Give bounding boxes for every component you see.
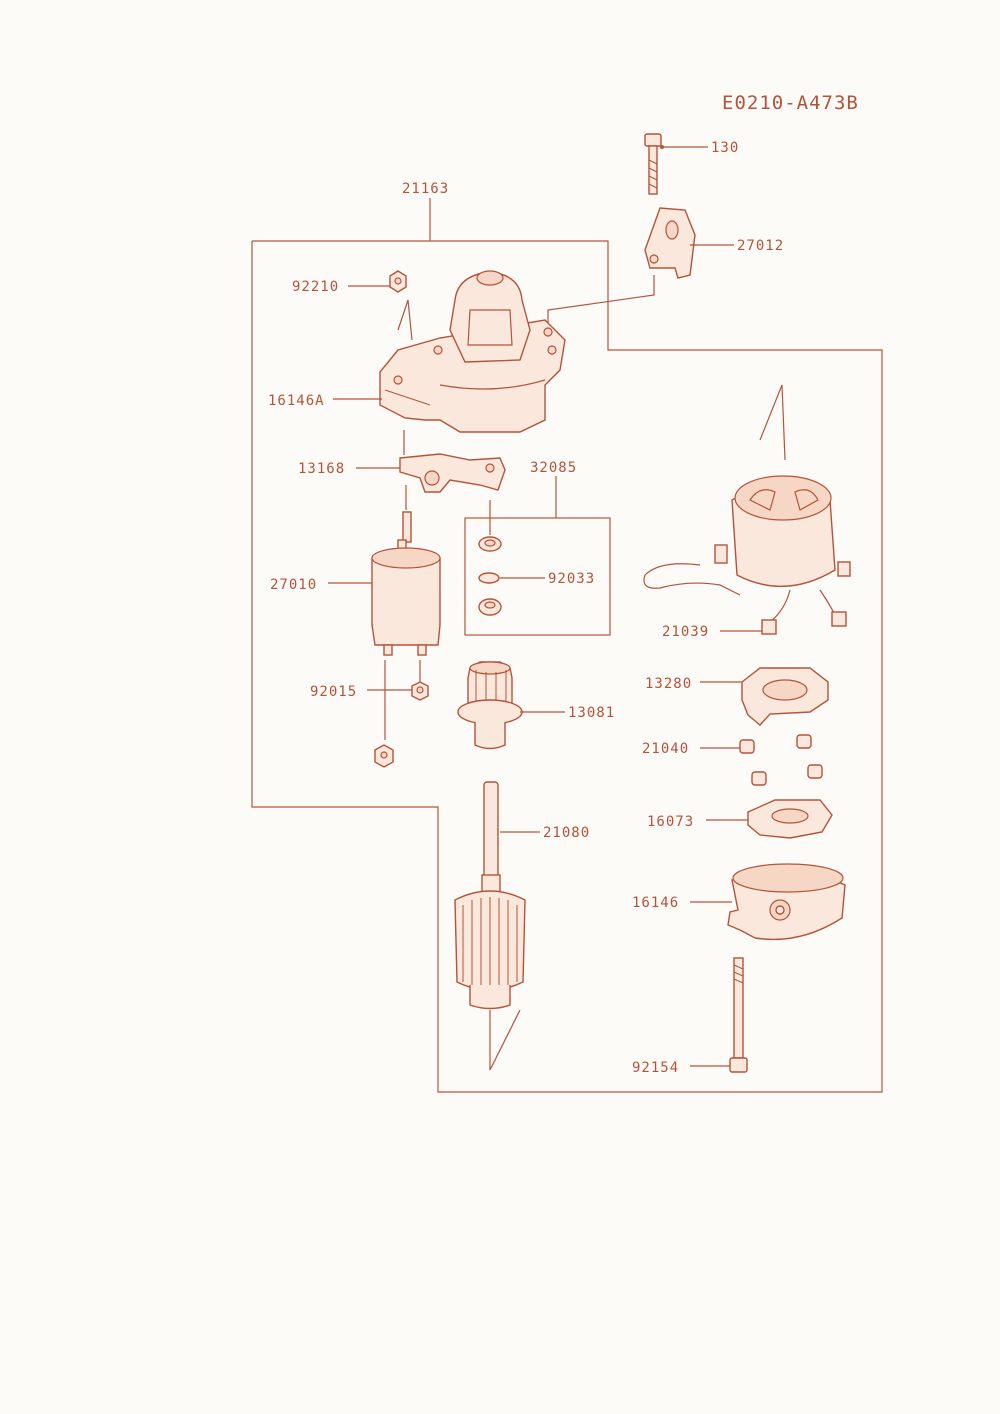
plate-13168 [399,453,506,493]
yoke-guide [759,384,786,461]
label-21039: 21039 [662,624,709,640]
bracket-27012 [644,207,696,279]
label-13081: 13081 [568,705,615,721]
armature-guide [489,1009,521,1071]
label-32085: 32085 [530,460,577,476]
label-16073: 16073 [647,814,694,830]
kit-box-32085 [464,517,611,636]
end-cover-16146 [727,863,846,941]
label-92210: 92210 [292,279,339,295]
label-27012: 27012 [737,238,784,254]
brush-holder-13280 [741,667,829,726]
nut-92210-guide [397,299,413,341]
diagram-code: E0210-A473B [722,92,859,114]
bolt-130 [644,133,662,195]
yoke-21039 [643,475,851,635]
label-130: 130 [711,140,739,156]
nut-92210 [389,270,407,293]
label-92015: 92015 [310,684,357,700]
armature-21080 [454,781,526,1010]
label-21163: 21163 [402,181,449,197]
nut-92015-a [411,681,429,701]
label-92033: 92033 [548,571,595,587]
nut-92015-b [374,744,394,768]
bracket-connector [547,275,655,330]
label-92154: 92154 [632,1060,679,1076]
housing-16146A [379,270,566,433]
label-21040: 21040 [642,741,689,757]
solenoid-27010 [371,511,441,656]
pinion-13081 [457,661,523,750]
assembly-outline [251,240,883,1093]
label-13280: 13280 [645,676,692,692]
plate-16073 [747,799,833,839]
through-bolt-92154 [729,957,748,1073]
label-13168: 13168 [298,461,345,477]
leader-dot-130 [660,145,664,149]
label-27010: 27010 [270,577,317,593]
label-21080: 21080 [543,825,590,841]
label-16146: 16146 [632,895,679,911]
kit-parts-32085 [478,536,502,616]
label-16146A: 16146A [268,393,325,409]
springs-21040 [739,734,823,786]
